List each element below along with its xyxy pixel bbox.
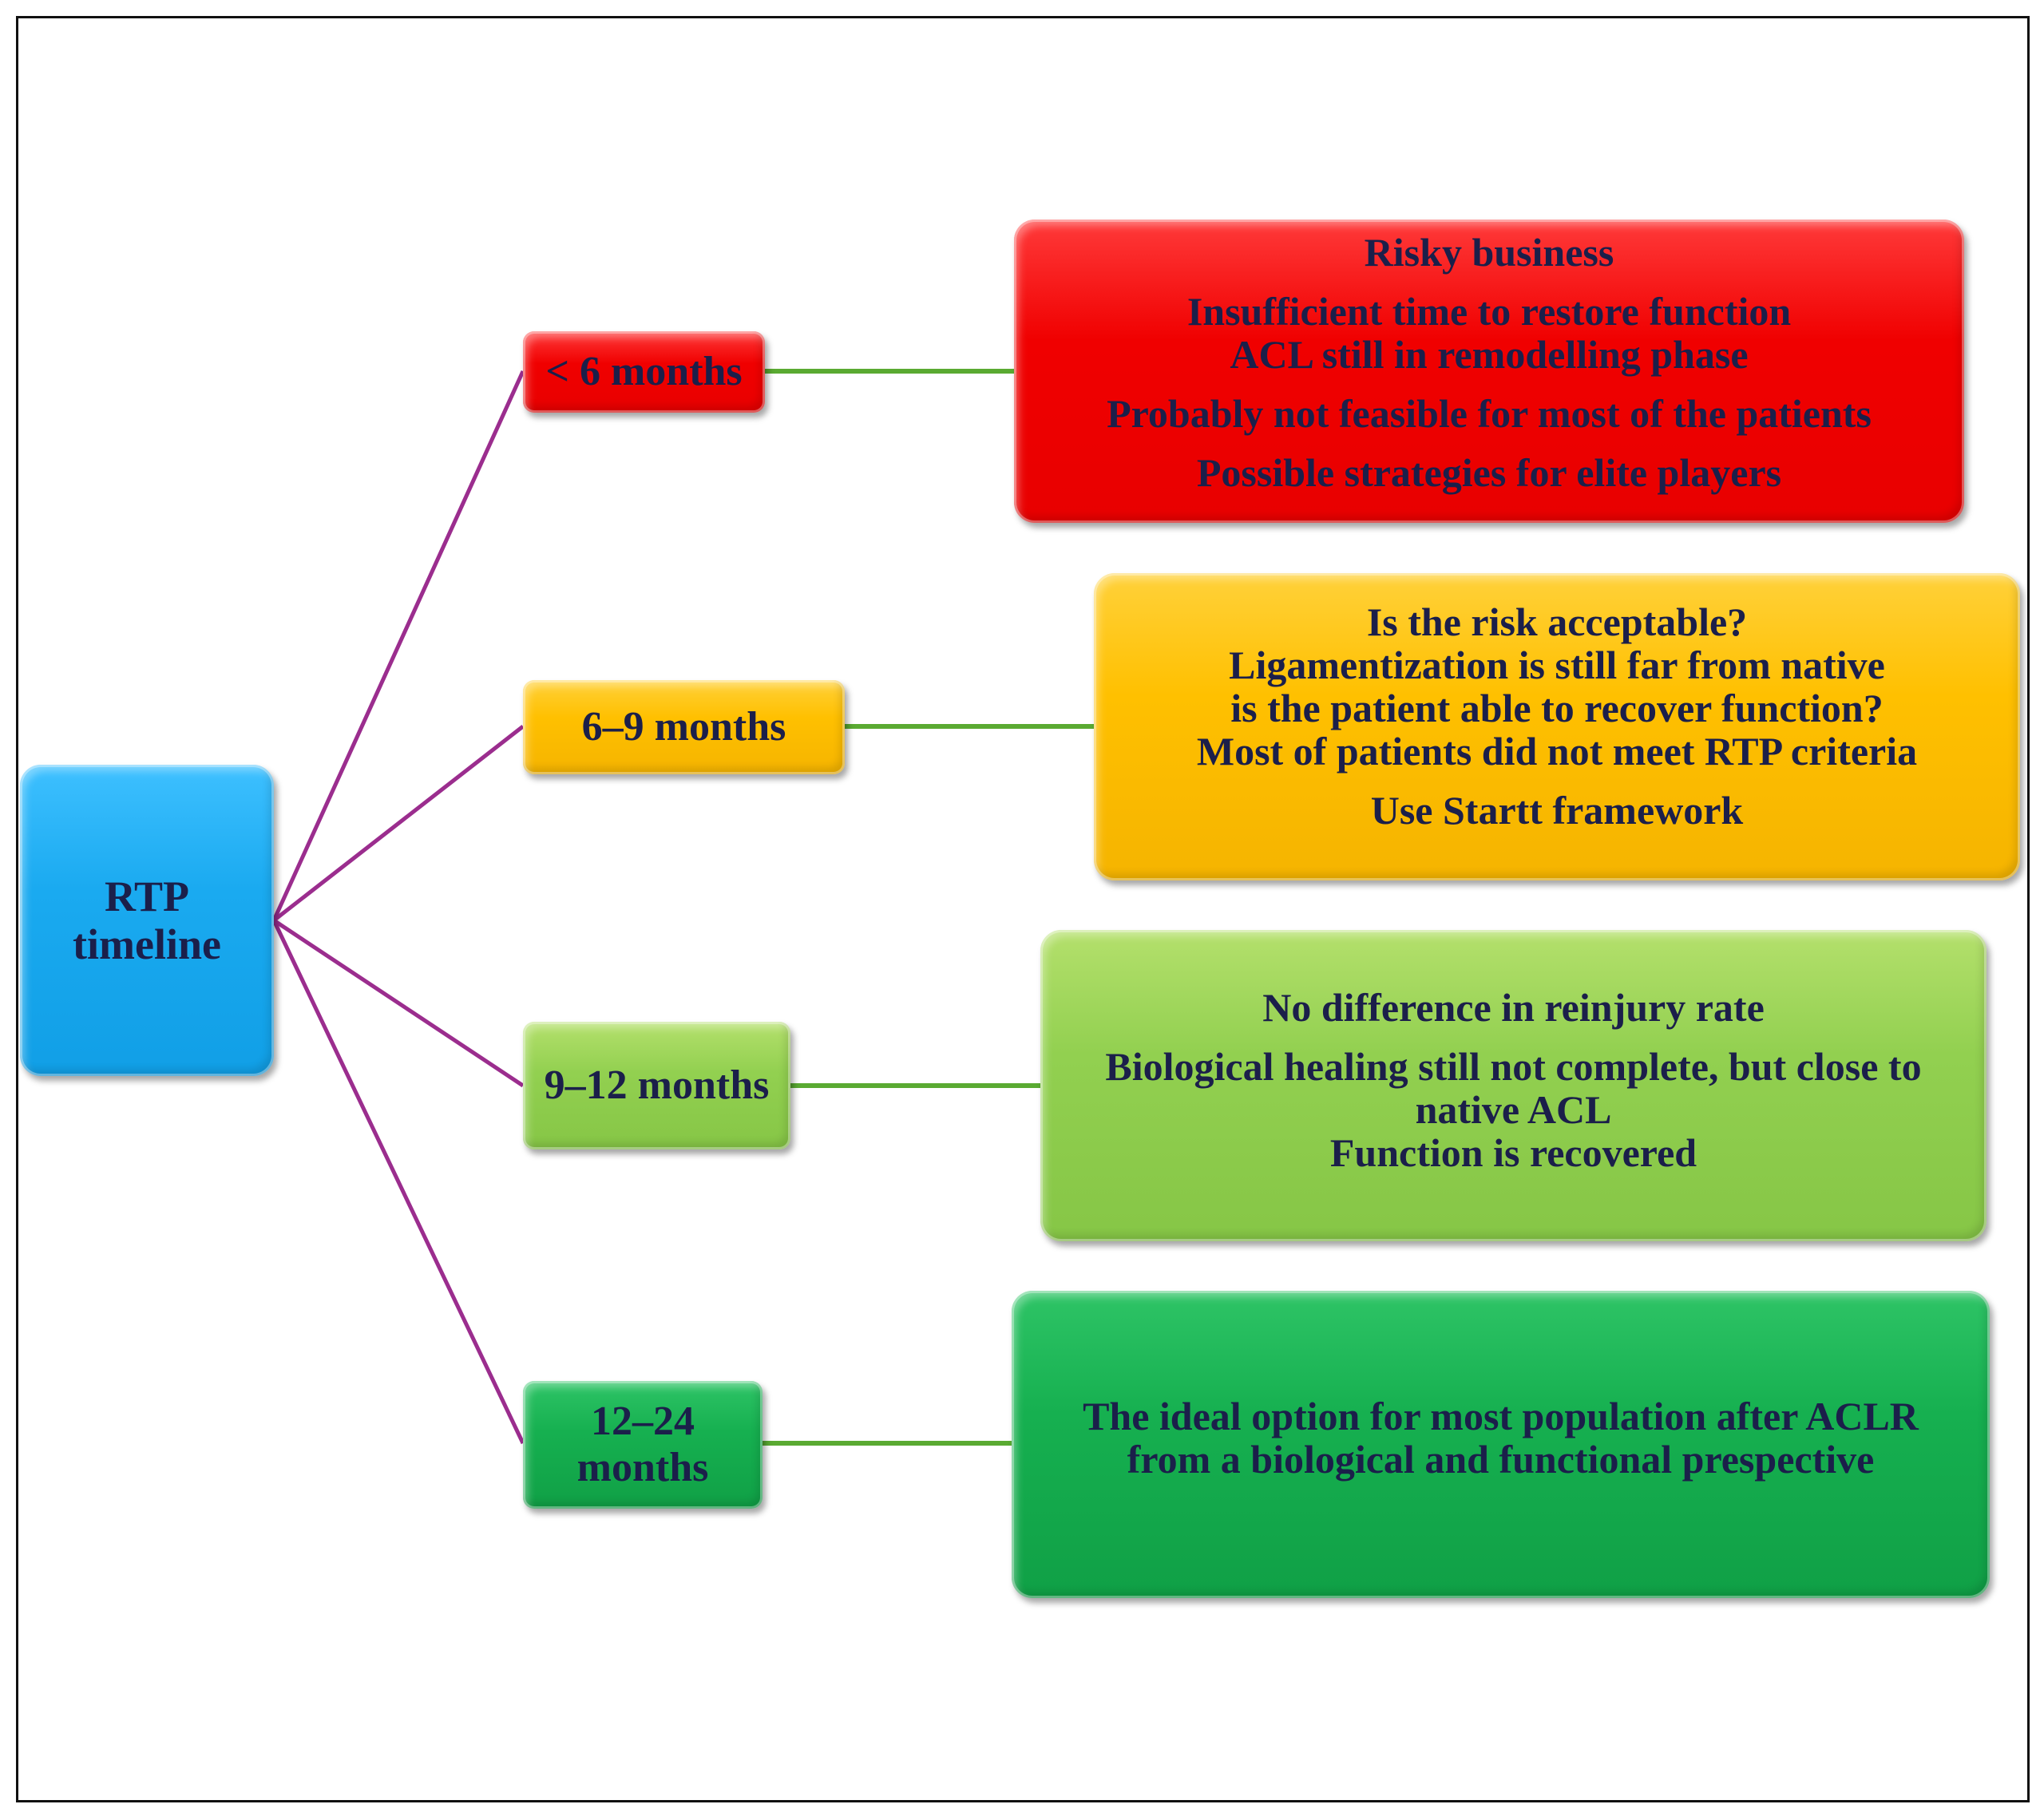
root-node: RTP timeline bbox=[20, 765, 274, 1076]
panel-line: No difference in reinjury rate bbox=[1262, 985, 1765, 1030]
panel-line: Probably not feasible for most of the pa… bbox=[1107, 391, 1872, 436]
panel-under-6-months: Risky business Insufficient time to rest… bbox=[1014, 220, 1964, 523]
panel-line: Most of patients did not meet RTP criter… bbox=[1196, 729, 1918, 774]
tag-label: < 6 months bbox=[545, 349, 743, 394]
panel-heading: Risky business bbox=[1364, 230, 1614, 275]
panel-line: Use Startt framework bbox=[1370, 788, 1744, 833]
panel-line: Ligamentization is still far from native bbox=[1229, 643, 1885, 687]
branch-line-1 bbox=[271, 370, 525, 922]
root-label-line2: timeline bbox=[73, 920, 221, 968]
tag-label-line2: months bbox=[576, 1445, 709, 1490]
root-label-line1: RTP bbox=[104, 872, 190, 920]
panel-line: is the patient able to recover function? bbox=[1230, 686, 1884, 730]
branch-line-3 bbox=[272, 918, 525, 1088]
panel-9-12-months: No difference in reinjury rate Biologica… bbox=[1040, 930, 1987, 1241]
panel-line: Function is recovered bbox=[1329, 1130, 1697, 1175]
panel-line: Biological healing still not complete, b… bbox=[1105, 1044, 1922, 1089]
tag-12-24-months: 12–24 months bbox=[523, 1381, 763, 1509]
panel-12-24-months: The ideal option for most population aft… bbox=[1012, 1291, 1990, 1598]
tag-under-6-months: < 6 months bbox=[523, 331, 765, 413]
panel-line: ACL still in remodelling phase bbox=[1230, 332, 1749, 377]
tag-label: 6–9 months bbox=[581, 704, 786, 750]
branch-line-4 bbox=[271, 919, 525, 1445]
panel-line: The ideal option for most population aft… bbox=[1083, 1394, 1919, 1438]
panel-line: native ACL bbox=[1415, 1087, 1612, 1132]
panel-6-9-months: Is the risk acceptable? Ligamentization … bbox=[1094, 573, 2020, 880]
tag-6-9-months: 6–9 months bbox=[523, 680, 845, 774]
branch-line-2 bbox=[272, 725, 525, 922]
panel-line: from a biological and functional prespec… bbox=[1127, 1437, 1875, 1482]
panel-line: Insufficient time to restore function bbox=[1186, 289, 1792, 334]
branch-lines bbox=[271, 370, 525, 1445]
tag-label: 9–12 months bbox=[544, 1062, 770, 1108]
tag-9-12-months: 9–12 months bbox=[523, 1022, 790, 1149]
diagram-frame bbox=[16, 16, 2030, 1802]
panel-line: Is the risk acceptable? bbox=[1366, 599, 1748, 644]
leader-lines bbox=[763, 369, 1094, 1446]
panel-line: Possible strategies for elite players bbox=[1196, 450, 1782, 495]
tag-label-line1: 12–24 bbox=[591, 1399, 695, 1444]
